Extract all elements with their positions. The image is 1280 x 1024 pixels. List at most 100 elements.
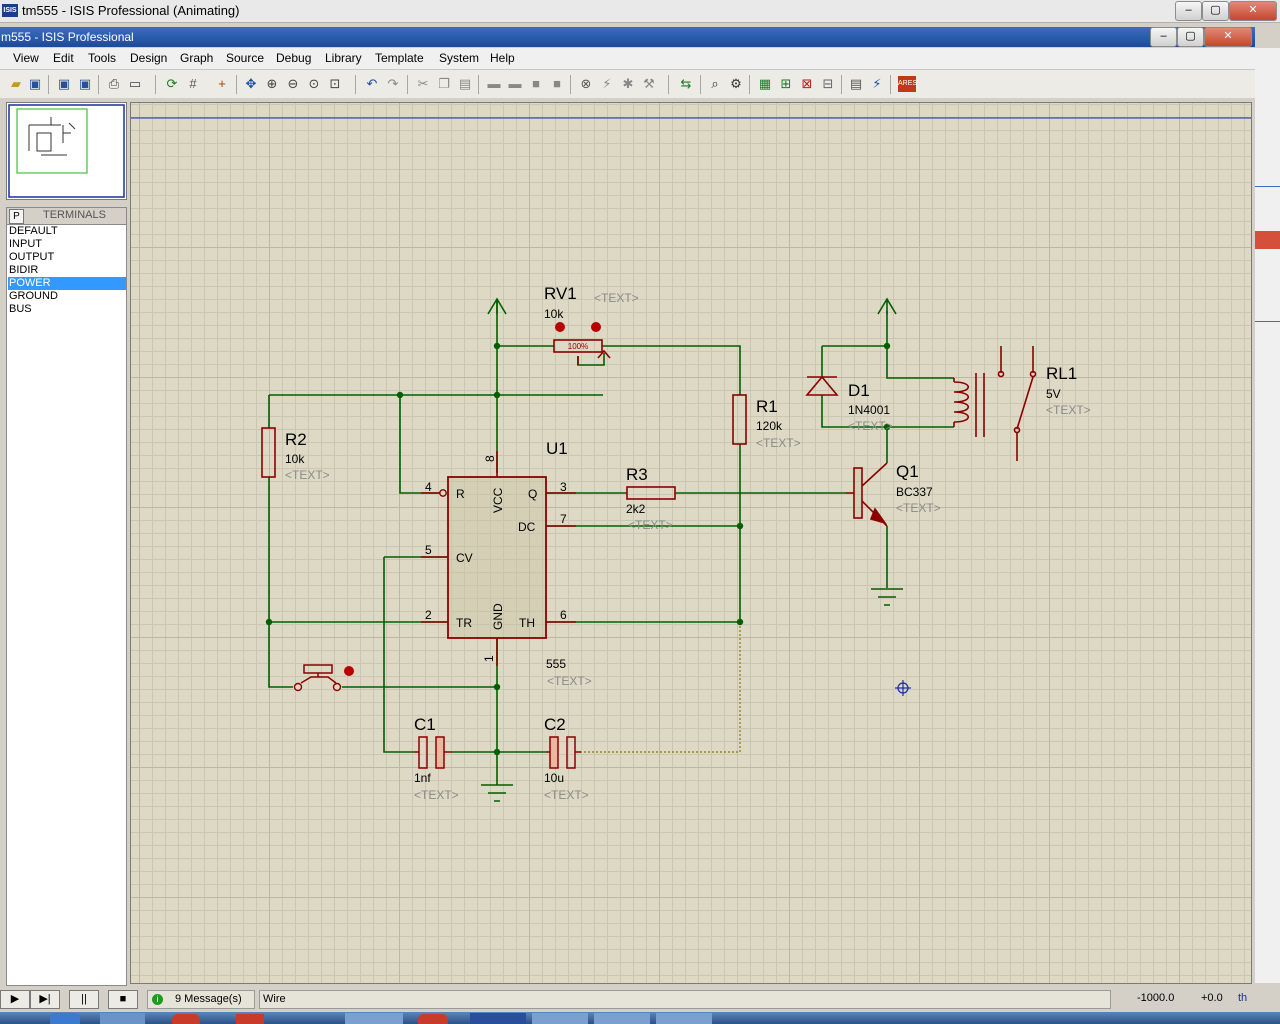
power-terminal-vcc-right[interactable] xyxy=(877,297,897,315)
cut-icon[interactable]: ✂ xyxy=(417,76,429,91)
bom-icon[interactable]: ⊟ xyxy=(822,76,834,91)
power-terminal-vcc-left[interactable] xyxy=(487,297,507,315)
menu-help[interactable]: Help xyxy=(490,51,515,65)
wire-autoroute-icon[interactable]: ⇆ xyxy=(680,76,692,91)
copy-icon[interactable]: ❐ xyxy=(438,76,450,91)
d1-diode[interactable] xyxy=(805,375,839,396)
taskbar-app-button[interactable] xyxy=(532,1013,588,1024)
zoom-in-icon[interactable]: ⊕ xyxy=(266,76,278,91)
switch-press-button[interactable] xyxy=(344,666,354,676)
r1-resistor[interactable] xyxy=(732,394,747,445)
redo-icon[interactable]: ↷ xyxy=(387,76,399,91)
taskbar-app-button[interactable] xyxy=(172,1014,200,1024)
terminal-item-bidir[interactable]: BIDIR xyxy=(9,264,39,276)
block-copy-icon[interactable]: ▬ xyxy=(487,76,501,91)
export-icon[interactable]: ▣ xyxy=(78,76,92,91)
rv1-increase-button[interactable] xyxy=(591,322,601,332)
stop-button[interactable]: ■ xyxy=(108,990,138,1009)
r3-resistor[interactable] xyxy=(626,486,676,500)
property-tool-icon[interactable]: ⚙ xyxy=(730,76,742,91)
pause-button[interactable]: || xyxy=(69,990,99,1009)
menu-edit[interactable]: Edit xyxy=(53,51,74,65)
menu-graph[interactable]: Graph xyxy=(180,51,214,65)
outer-maximize-button[interactable]: ▢ xyxy=(1202,1,1229,21)
ground-terminal-q1[interactable] xyxy=(871,588,903,606)
terminal-item-bus[interactable]: BUS xyxy=(9,303,32,315)
taskbar-app-button[interactable] xyxy=(470,1013,526,1024)
search-icon[interactable]: ⌕ xyxy=(711,76,719,91)
terminal-item-default[interactable]: DEFAULT xyxy=(9,225,58,237)
c1-capacitor[interactable] xyxy=(414,736,452,769)
pick-device-icon[interactable]: ⊗ xyxy=(580,76,592,91)
taskbar-app-button[interactable] xyxy=(656,1013,712,1024)
menu-tools[interactable]: Tools xyxy=(88,51,117,65)
terminal-item-output[interactable]: OUTPUT xyxy=(9,251,55,263)
remove-sheet-icon[interactable]: ⊞ xyxy=(780,76,792,91)
paste-icon[interactable]: ▤ xyxy=(458,76,472,91)
block-move-icon[interactable]: ▬ xyxy=(508,76,522,91)
step-button[interactable]: ▶| xyxy=(30,990,60,1009)
inner-minimize-button[interactable]: – xyxy=(1150,27,1177,47)
schematic-canvas[interactable]: 100% RV1 10k <TEXT> R1 120k <TEXT> R2 10… xyxy=(130,102,1252,984)
menu-design[interactable]: Design xyxy=(130,51,168,65)
terminal-item-input[interactable]: INPUT xyxy=(9,238,42,250)
menu-system[interactable]: System xyxy=(439,51,480,65)
package-icon[interactable]: ✱ xyxy=(622,76,634,91)
zoom-area-icon[interactable]: ⊡ xyxy=(329,76,341,91)
ares-icon[interactable]: ARES xyxy=(898,76,917,92)
zoom-out-icon[interactable]: ⊖ xyxy=(287,76,299,91)
toolbar-separator xyxy=(570,75,571,94)
open-icon[interactable]: ▰ xyxy=(11,76,21,91)
play-button[interactable]: ▶ xyxy=(0,990,30,1009)
taskbar-app-button[interactable] xyxy=(100,1013,145,1024)
overview-pane[interactable] xyxy=(6,102,127,200)
r2-resistor[interactable] xyxy=(261,427,276,478)
import-icon[interactable]: ▣ xyxy=(57,76,71,91)
pan-icon[interactable]: ✥ xyxy=(245,76,257,91)
c2-capacitor[interactable] xyxy=(546,736,581,769)
push-button-switch[interactable] xyxy=(293,664,355,692)
rl1-relay[interactable] xyxy=(953,346,1037,461)
units-label[interactable]: th xyxy=(1238,992,1248,1004)
make-device-icon[interactable]: ⚡ xyxy=(602,76,612,91)
menu-template[interactable]: Template xyxy=(375,51,424,65)
save-icon[interactable]: ▣ xyxy=(28,76,42,91)
taskbar-app-button[interactable] xyxy=(594,1013,650,1024)
q1-transistor[interactable] xyxy=(846,462,888,527)
goto-sheet-icon[interactable]: ⊠ xyxy=(801,76,813,91)
taskbar-app-button[interactable] xyxy=(418,1014,448,1024)
pick-mode-button[interactable]: P xyxy=(9,209,24,224)
u1-555-timer[interactable] xyxy=(421,451,576,666)
block-delete-icon[interactable]: ■ xyxy=(553,76,561,91)
undo-icon[interactable]: ↶ xyxy=(366,76,378,91)
taskbar-app-button[interactable] xyxy=(345,1013,403,1024)
taskbar-app-button[interactable] xyxy=(236,1014,264,1024)
print-icon[interactable]: ⎙ xyxy=(108,76,120,91)
grid-icon[interactable]: # xyxy=(189,76,197,91)
erc-icon[interactable]: ▤ xyxy=(849,76,863,91)
terminal-item-power[interactable]: POWER xyxy=(8,277,126,290)
zoom-all-icon[interactable]: ⊙ xyxy=(308,76,320,91)
menu-library[interactable]: Library xyxy=(325,51,362,65)
new-sheet-icon[interactable]: ▦ xyxy=(758,76,772,91)
menu-debug[interactable]: Debug xyxy=(276,51,312,65)
netlist-icon[interactable]: ⚡ xyxy=(872,76,882,91)
ground-terminal-555[interactable] xyxy=(481,784,513,802)
outer-close-button[interactable]: ✕ xyxy=(1229,1,1277,21)
start-orb-icon[interactable] xyxy=(50,1013,80,1024)
rv1-potentiometer[interactable]: 100% xyxy=(553,322,611,365)
block-rotate-icon[interactable]: ■ xyxy=(532,76,540,91)
area-icon[interactable]: ▭ xyxy=(128,76,142,91)
inner-close-button[interactable]: ✕ xyxy=(1204,27,1252,47)
terminal-item-ground[interactable]: GROUND xyxy=(9,290,58,302)
rv1-decrease-button[interactable] xyxy=(555,322,565,332)
messages-field[interactable]: i 9 Message(s) xyxy=(147,990,255,1009)
outer-minimize-button[interactable]: – xyxy=(1175,1,1202,21)
r2-text: <TEXT> xyxy=(285,468,330,482)
menu-view[interactable]: View xyxy=(13,51,39,65)
menu-source[interactable]: Source xyxy=(226,51,265,65)
refresh-icon[interactable]: ⟳ xyxy=(166,76,178,91)
origin-icon[interactable]: + xyxy=(218,76,226,91)
decompose-icon[interactable]: ⚒ xyxy=(643,76,655,91)
inner-maximize-button[interactable]: ▢ xyxy=(1177,27,1204,47)
